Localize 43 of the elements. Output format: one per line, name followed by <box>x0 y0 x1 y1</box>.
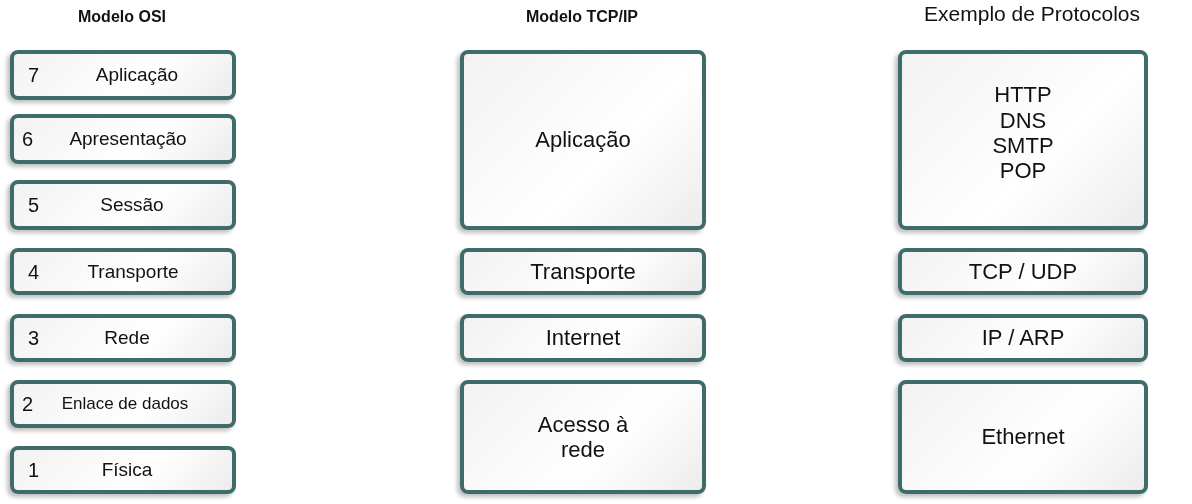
layer-number: 4 <box>28 260 40 283</box>
layer-box <box>10 248 236 295</box>
protocol-name: POP <box>999 158 1047 184</box>
protocol-name: Ethernet <box>981 424 1065 450</box>
protocol-name: IP / ARP <box>981 325 1065 351</box>
protocol-name: SMTP <box>992 133 1054 159</box>
layer-name: Rede <box>103 327 150 349</box>
layer-box <box>460 314 706 362</box>
layer-box <box>10 114 236 164</box>
protocol-box <box>898 50 1148 230</box>
protocol-box <box>898 314 1148 362</box>
layer-number: 7 <box>28 63 40 87</box>
layer-box <box>460 380 706 494</box>
layer-name: Acesso à rede <box>536 411 630 463</box>
layer-number: 1 <box>28 458 40 482</box>
layer-name: Aplicação <box>94 64 179 86</box>
layer-name: Sessão <box>99 194 164 216</box>
protocol-name: DNS <box>999 107 1047 133</box>
layer-box <box>10 50 236 100</box>
layer-name: Transporte <box>86 260 179 283</box>
layer-name: Internet <box>545 325 621 351</box>
column-heading: Modelo OSI <box>78 8 166 26</box>
column-heading: Modelo TCP/IP <box>526 8 638 26</box>
protocol-box <box>898 380 1148 494</box>
protocol-name: TCP / UDP <box>968 258 1078 285</box>
column-heading: Exemplo de Protocolos <box>924 2 1140 26</box>
layer-name: Apresentação <box>68 128 187 150</box>
layer-number: 6 <box>22 127 34 151</box>
protocol-box <box>898 248 1148 295</box>
layer-name: Enlace de dados <box>60 394 189 414</box>
layer-box <box>10 314 236 362</box>
layer-box <box>10 446 236 494</box>
layer-name: Física <box>100 459 153 481</box>
layer-box <box>10 180 236 230</box>
layer-box <box>460 248 706 295</box>
layer-number: 3 <box>28 326 40 350</box>
layer-name: Transporte <box>530 258 636 285</box>
layer-number: 5 <box>28 193 40 217</box>
layer-number: 2 <box>22 392 34 416</box>
protocol-name: HTTP <box>994 82 1052 108</box>
layer-name: Aplicação <box>535 127 631 153</box>
layer-box <box>460 50 706 230</box>
layer-box <box>10 380 236 428</box>
